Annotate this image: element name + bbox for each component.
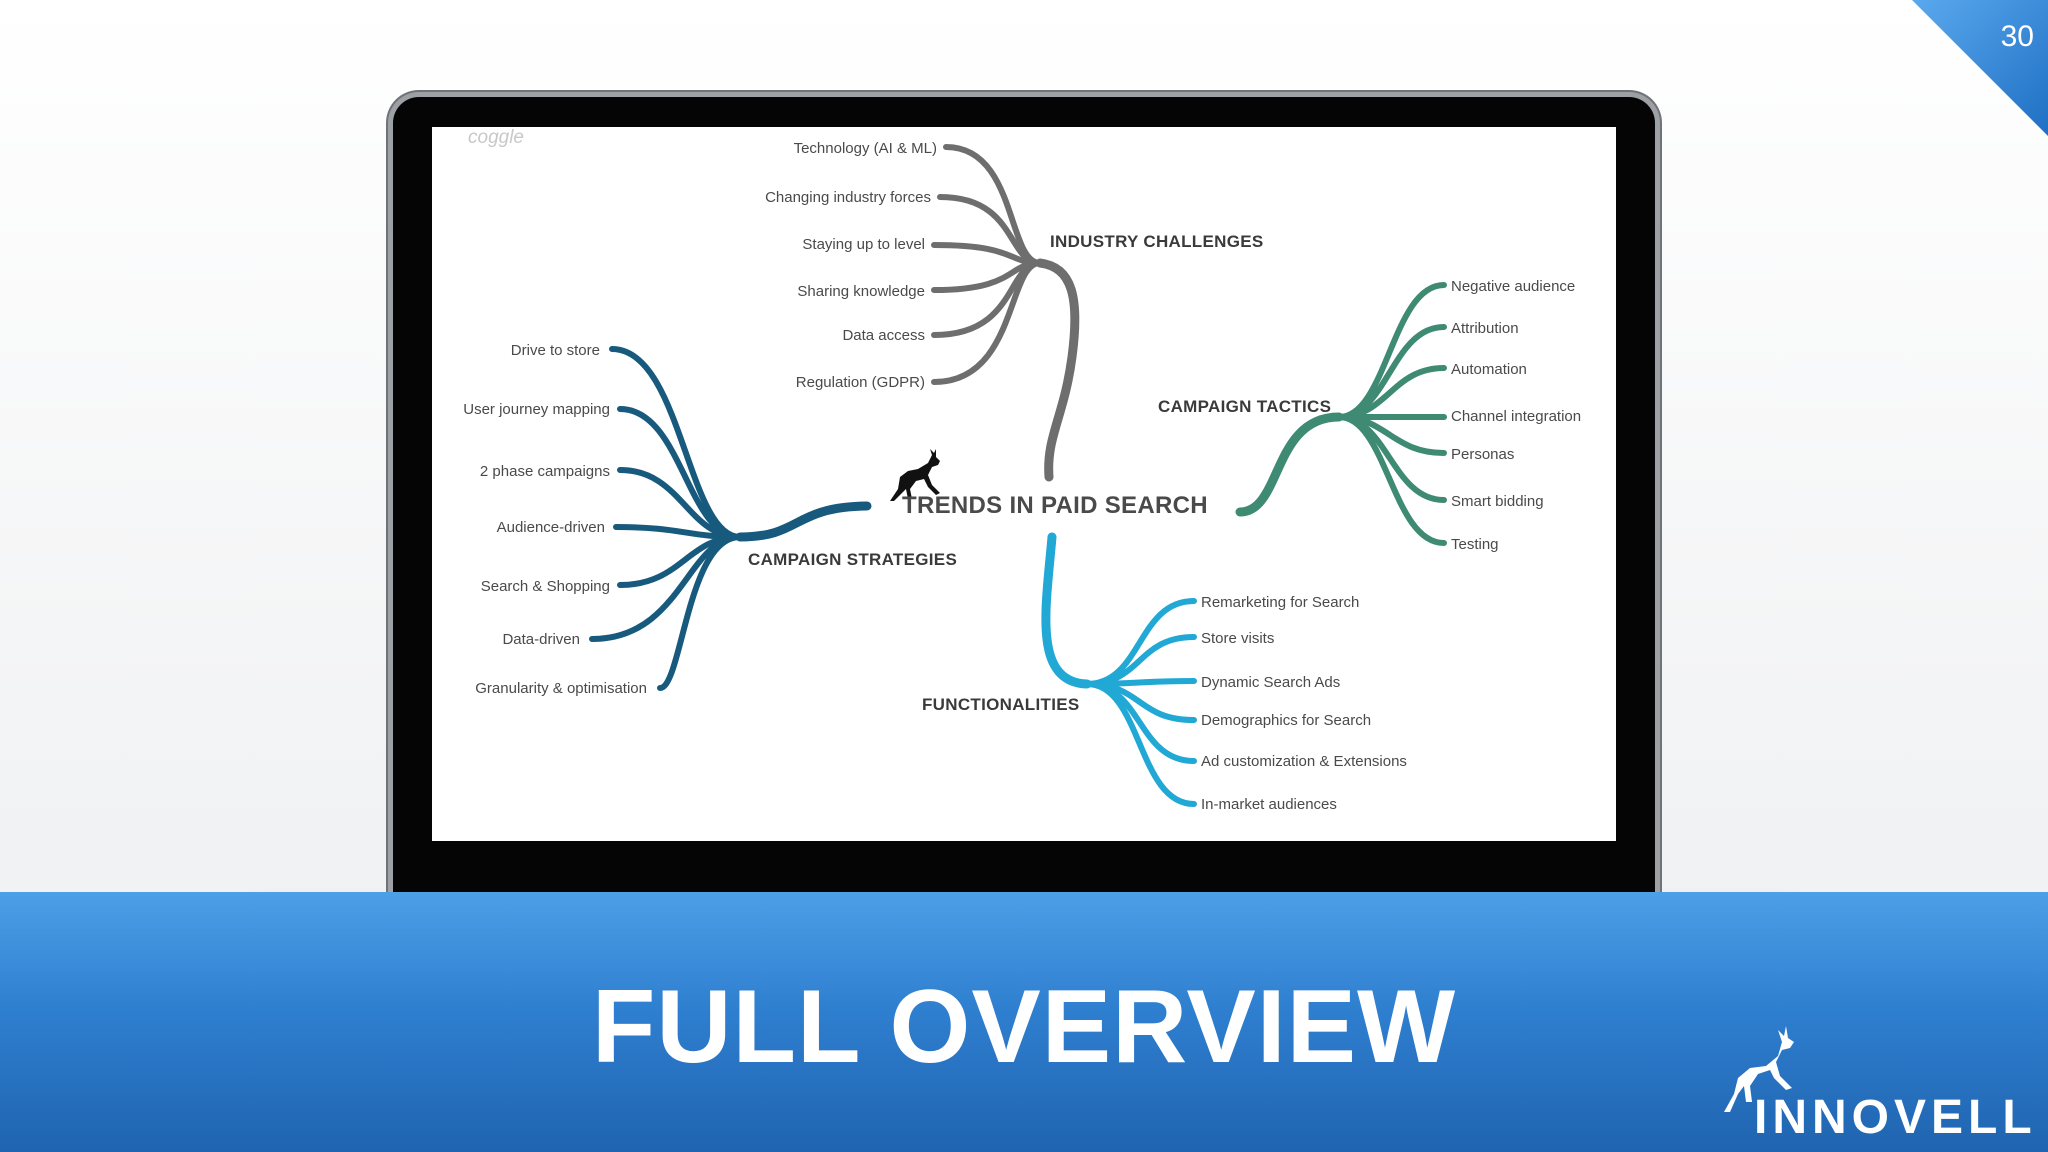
edge-leaf (1336, 414, 1447, 546)
deer-icon (1724, 1026, 1794, 1112)
coggle-watermark: coggle (468, 127, 524, 148)
leaf-item: User journey mapping (463, 401, 610, 418)
slide-title: FULL OVERVIEW (591, 969, 1457, 1085)
edge-campaign-tactics (1235, 412, 1344, 517)
leaf-item: Data-driven (502, 631, 580, 648)
leaf-item: Smart bidding (1451, 493, 1544, 510)
edge-leaf (1084, 681, 1197, 807)
deer-icon (890, 449, 940, 501)
leaf-item: 2 phase campaigns (480, 463, 610, 480)
mindmap: coggle TRENDS IN PAID SEARCH INDUSTRY CH… (463, 127, 1581, 813)
edge-leaf (937, 194, 1043, 266)
leaf-item: Automation (1451, 361, 1527, 378)
branch-title-campaign-strategies: CAMPAIGN STRATEGIES (748, 550, 957, 569)
branch-title-industry-challenges: INDUSTRY CHALLENGES (1050, 232, 1264, 251)
page-corner: 30 (1912, 0, 2048, 136)
leaf-item: Changing industry forces (765, 189, 931, 206)
leaf-item: Ad customization & Extensions (1201, 753, 1407, 770)
leaf-item: Negative audience (1451, 278, 1575, 295)
branch-title-campaign-tactics: CAMPAIGN TACTICS (1158, 397, 1331, 416)
leaf-item: Sharing knowledge (797, 283, 925, 300)
branch-title-functionalities: FUNCTIONALITIES (922, 695, 1080, 714)
edge-leaf (589, 534, 743, 642)
laptop-screen: coggle TRENDS IN PAID SEARCH INDUSTRY CH… (432, 127, 1616, 841)
leaf-item: Audience-driven (497, 519, 605, 536)
bottom-band (0, 892, 2048, 1152)
leaf-item: Attribution (1451, 320, 1519, 337)
leaf-item: Technology (AI & ML) (794, 140, 937, 157)
leaf-item: Drive to store (511, 342, 600, 359)
leaf-item: Channel integration (1451, 408, 1581, 425)
leaf-item: Granularity & optimisation (475, 680, 647, 697)
leaf-item: In-market audiences (1201, 796, 1337, 813)
edge-leaf (931, 260, 1043, 385)
edge-leaf (1336, 282, 1447, 420)
center-topic: TRENDS IN PAID SEARCH (902, 492, 1208, 519)
leaf-item: Testing (1451, 536, 1499, 553)
leaf-item: Regulation (GDPR) (796, 374, 925, 391)
brand-logo: INNOVELL (1718, 1020, 2032, 1144)
edge-industry-challenges (1035, 258, 1080, 482)
leaf-item: Search & Shopping (481, 578, 610, 595)
edge-leaf (609, 346, 743, 540)
page-number: 30 (2000, 20, 2034, 53)
leaf-item: Staying up to level (802, 236, 925, 253)
leaf-item: Data access (842, 327, 925, 344)
edge-functionalities (1041, 532, 1092, 689)
edge-campaign-strategies (735, 501, 872, 542)
mindmap-edges (589, 144, 1447, 807)
leaf-item: Dynamic Search Ads (1201, 674, 1340, 691)
leaf-item: Demographics for Search (1201, 712, 1371, 729)
edge-leaf (657, 534, 743, 691)
leaf-item: Personas (1451, 446, 1514, 463)
corner-triangle (1912, 0, 2048, 136)
brand-name: INNOVELL (1754, 1091, 2037, 1144)
leaf-item: Store visits (1201, 630, 1274, 647)
leaf-item: Remarketing for Search (1201, 594, 1359, 611)
edge-leaf (1084, 598, 1197, 687)
